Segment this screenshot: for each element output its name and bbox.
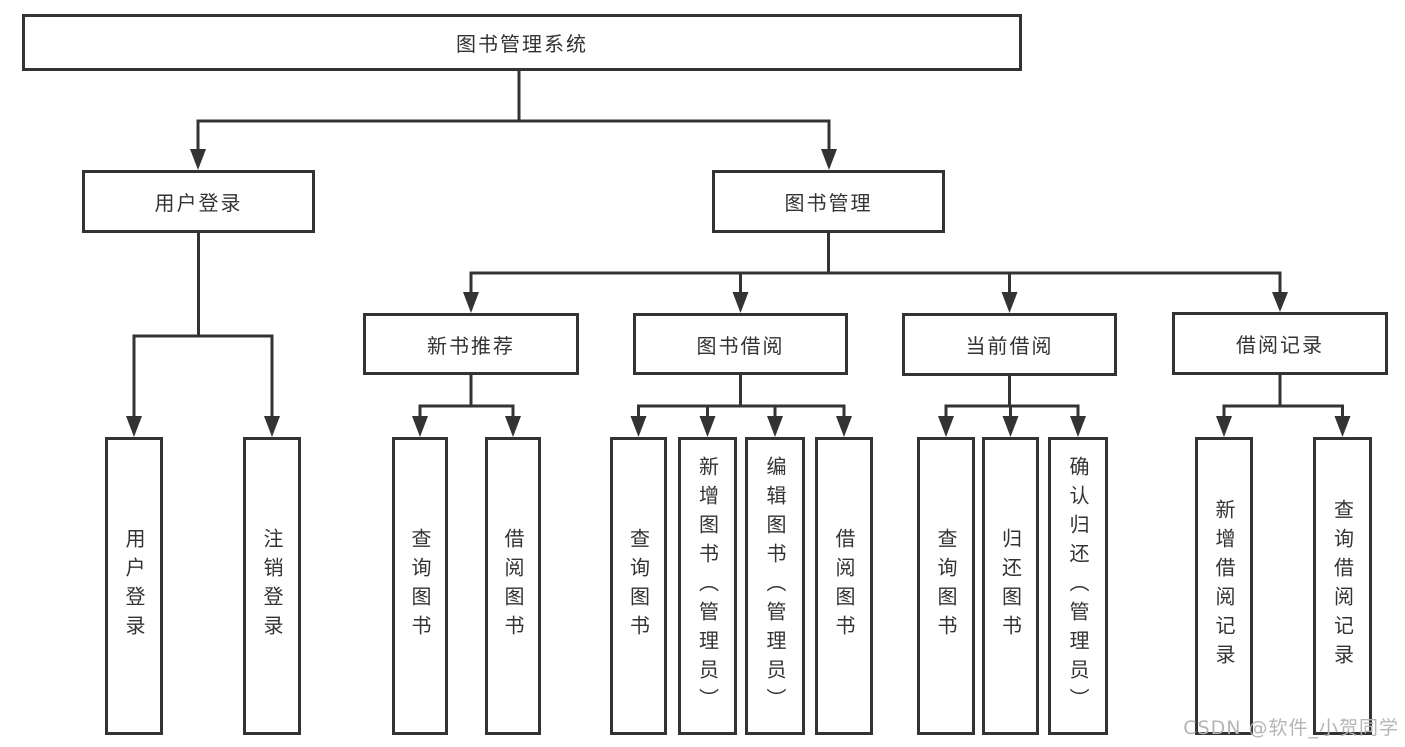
node-label: 图书借阅 <box>696 333 785 358</box>
node-label: 查询借阅记录 <box>1330 499 1355 673</box>
node-label: 用户登录 <box>154 191 243 215</box>
node-label: 图书管理 <box>784 191 873 215</box>
node-label: 注销登录 <box>260 528 284 644</box>
node-label: 图书管理系统 <box>456 32 588 56</box>
leaf-borrowing-borrow-books: 借阅图书 <box>815 437 873 735</box>
leaf-borrowing-query-books: 查询图书 <box>610 437 667 735</box>
node-label: 查询图书 <box>934 528 958 644</box>
connector-book-management-children <box>463 232 1288 313</box>
leaf-recommend-borrow-books: 借阅图书 <box>485 437 541 735</box>
leaf-user-login: 用户登录 <box>105 437 163 735</box>
node-label: 确认归还（管理员） <box>1066 455 1090 717</box>
node-label: 查询图书 <box>626 528 651 644</box>
node-label: 查询图书 <box>408 528 432 644</box>
connector-borrowing-records-children <box>1216 374 1351 437</box>
leaf-current-confirm-return-admin: 确认归还（管理员） <box>1048 437 1108 735</box>
leaf-borrowing-add-books-admin: 新增图书（管理员） <box>678 437 737 735</box>
node-user-login: 用户登录 <box>82 170 315 233</box>
leaf-records-add-record: 新增借阅记录 <box>1195 437 1253 735</box>
node-label: 当前借阅 <box>965 334 1054 358</box>
node-label: 新增图书（管理员） <box>695 455 720 717</box>
node-book-management: 图书管理 <box>712 170 945 233</box>
node-label: 归还图书 <box>998 528 1023 644</box>
connector-user-login-children <box>126 232 280 437</box>
node-current-borrowing: 当前借阅 <box>902 313 1117 376</box>
leaf-logout: 注销登录 <box>243 437 301 735</box>
leaf-current-query-books: 查询图书 <box>917 437 975 735</box>
csdn-watermark: CSDN @软件_小贺同学 <box>1183 717 1399 739</box>
connector-root-to-level2 <box>190 70 837 170</box>
connector-new-book-recommend-children <box>412 373 521 437</box>
node-label: 借阅图书 <box>832 528 856 644</box>
node-new-book-recommend: 新书推荐 <box>363 313 579 375</box>
node-label: 借阅记录 <box>1236 333 1324 357</box>
leaf-records-query-record: 查询借阅记录 <box>1313 437 1372 735</box>
node-label: 新增借阅记录 <box>1212 499 1236 673</box>
node-library-system: 图书管理系统 <box>22 14 1022 71</box>
leaf-recommend-query-books: 查询图书 <box>392 437 448 735</box>
node-label: 用户登录 <box>122 528 146 644</box>
node-label: 借阅图书 <box>501 528 525 644</box>
node-label: 编辑图书（管理员） <box>763 455 787 717</box>
node-borrowing-records: 借阅记录 <box>1172 312 1388 375</box>
node-book-borrowing: 图书借阅 <box>633 313 848 375</box>
connector-book-borrowing-children <box>630 373 852 437</box>
connector-current-borrowing-children <box>938 374 1086 437</box>
leaf-borrowing-edit-books-admin: 编辑图书（管理员） <box>745 437 805 735</box>
node-label: 新书推荐 <box>427 333 515 358</box>
leaf-current-return-books: 归还图书 <box>982 437 1039 735</box>
